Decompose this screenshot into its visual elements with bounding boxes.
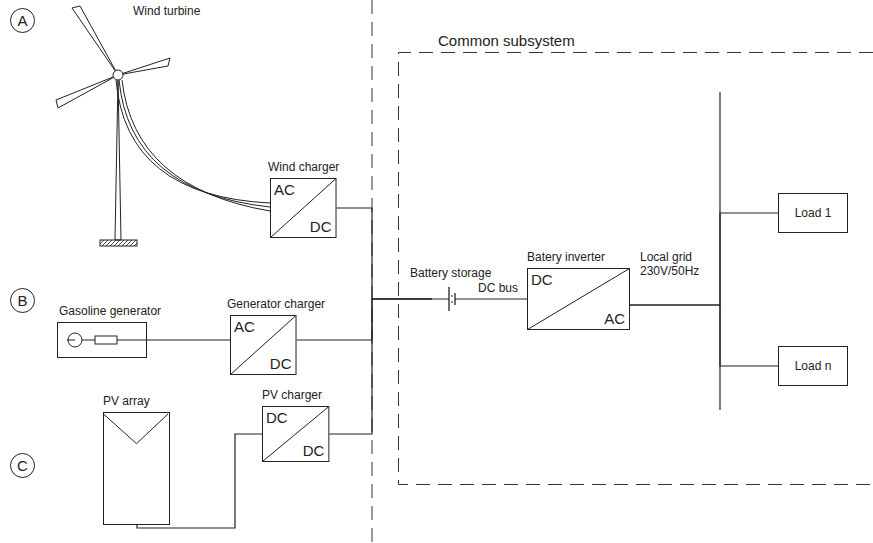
- box-text: B: [17, 292, 27, 309]
- edge-label: DC bus: [477, 281, 519, 295]
- box-heading: Battery storage: [410, 267, 491, 281]
- converter-label: AC: [234, 318, 255, 335]
- pv-array-symbol: [103, 412, 170, 525]
- grid-label: Local grid 230V/50Hz: [640, 250, 704, 279]
- box-heading: PV array: [103, 395, 150, 409]
- box-heading: PV charger: [262, 389, 322, 403]
- converter-box: PV chargerDCDC: [262, 406, 329, 462]
- connector-line: [630, 305, 778, 366]
- connector-line: [472, 298, 527, 299]
- converter-label: DC: [303, 442, 325, 459]
- battery-symbol: [432, 284, 472, 314]
- callout-circle: A: [10, 8, 35, 33]
- box-heading: Batery inverter: [527, 251, 605, 265]
- wind-turbine: [56, 6, 170, 246]
- connector-line: [630, 213, 778, 305]
- connector-line: [329, 299, 432, 434]
- inverter-box: Batery inverterDCAC: [527, 268, 630, 330]
- generator-symbol: Gasoline generator: [57, 322, 147, 358]
- subsystem-region: Battery storage Batery inverterDC AC Load 1…: [398, 52, 873, 485]
- figure-label: Wind turbine: [133, 4, 200, 18]
- pv-array-symbol: PV array: [103, 412, 170, 525]
- turbine-cable: [116, 80, 270, 211]
- converter-label: AC: [274, 181, 295, 198]
- converter-label: DC: [531, 271, 553, 288]
- converter-box: Wind chargerACDC: [270, 178, 337, 238]
- box-heading: Wind charger: [268, 161, 339, 175]
- converter-label: DC: [270, 355, 292, 372]
- converter-box: Generator chargerACDC: [230, 315, 297, 375]
- connector-line: [147, 339, 230, 340]
- callout-circle: B: [10, 288, 35, 313]
- converter-label: AC: [604, 310, 625, 327]
- box-heading: Common subsystem: [438, 32, 575, 49]
- load-box: Load n: [778, 346, 848, 386]
- box-text: Load n: [795, 359, 832, 373]
- connector-line: [337, 208, 432, 299]
- box-text: A: [17, 12, 27, 29]
- callout-circle: C: [10, 453, 35, 478]
- converter-label: DC: [266, 409, 288, 426]
- converter-label: DC: [310, 218, 332, 235]
- battery-symbol: Battery storage: [432, 284, 472, 314]
- box-text: Load 1: [795, 206, 832, 220]
- load-box: Load 1: [778, 193, 848, 233]
- box-heading: Gasoline generator: [59, 305, 161, 319]
- generator-symbol: [57, 322, 147, 358]
- box-heading: Generator charger: [227, 298, 325, 312]
- box-text: C: [17, 457, 28, 474]
